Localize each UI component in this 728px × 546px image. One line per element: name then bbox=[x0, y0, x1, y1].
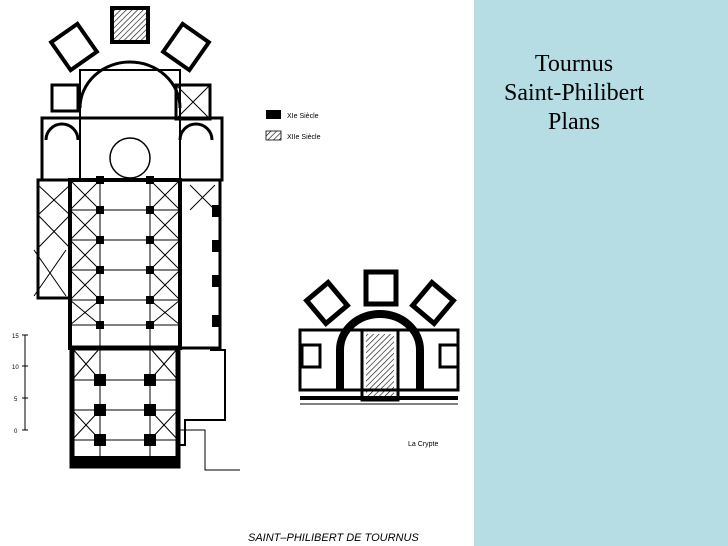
scale-tick-5: 5 bbox=[14, 397, 18, 403]
crypt-label: La Crypte bbox=[408, 441, 438, 448]
plan-panel: 15 10 5 0 XIe Siècle XIIe Siècle bbox=[12, 6, 460, 544]
legend-swatch-solid bbox=[266, 110, 281, 119]
title-line-2: Saint-Philibert bbox=[504, 80, 644, 106]
title-line-3: Plans bbox=[547, 109, 600, 135]
main-church-plan bbox=[33, 6, 240, 471]
legend-swatch-hatched bbox=[265, 130, 282, 141]
scale-tick-10: 10 bbox=[12, 365, 19, 371]
scale-tick-0: 0 bbox=[14, 429, 18, 435]
scale-tick-15: 15 bbox=[12, 334, 19, 340]
title-line-1: Tournus bbox=[534, 51, 614, 77]
scale-bar bbox=[22, 334, 28, 431]
legend-label-xi: XIe Siècle bbox=[287, 113, 319, 120]
slide-title: Tournus Saint-Philibert Plans bbox=[474, 50, 674, 137]
crypt-plan bbox=[298, 269, 460, 405]
plan-caption: SAINT–PHILIBERT DE TOURNUS bbox=[248, 532, 419, 544]
church-plan-drawing: 15 10 5 0 XIe Siècle XIIe Siècle bbox=[12, 6, 460, 544]
legend-label-xii: XIIe Siècle bbox=[287, 134, 321, 141]
legend: XIe Siècle XIIe Siècle bbox=[265, 110, 321, 141]
side-panel bbox=[474, 0, 728, 546]
